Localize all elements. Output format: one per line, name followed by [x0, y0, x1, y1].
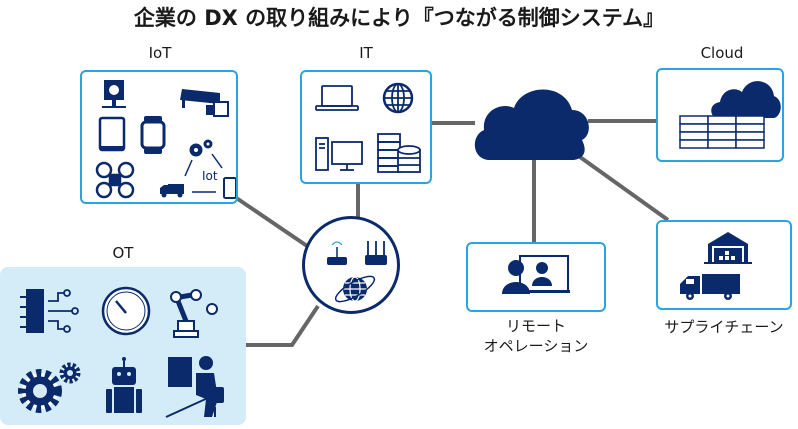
network-hub-icons: [327, 241, 387, 303]
supply-chain-box: [656, 220, 792, 310]
it-box: [300, 70, 432, 184]
iot-icons: Iot: [95, 80, 237, 199]
remote-operation-icons: [502, 255, 570, 294]
it-icons: [315, 82, 421, 173]
iot-label: IoT: [148, 44, 172, 62]
internet-cloud: [474, 89, 589, 160]
it-label: IT: [359, 44, 373, 62]
gears-icon: [18, 362, 81, 413]
connector-ot-hub: [246, 304, 320, 347]
smartwatch-icon: [140, 116, 166, 154]
router-icon: [365, 241, 387, 265]
robot-icon: [106, 357, 142, 413]
remote-operation-box: [466, 242, 606, 312]
webcam-icon: [102, 80, 126, 108]
desktop-pc-icon: [315, 137, 363, 171]
wifi-router-icon: [327, 241, 347, 265]
globe-icon: [382, 82, 414, 114]
remote-operation-label: リモート オペレーション: [466, 316, 606, 356]
video-conference-icon: [502, 255, 570, 294]
cloud-box: [656, 68, 784, 162]
cloud-label: Cloud: [700, 44, 744, 62]
connector-iot-hub: [230, 193, 312, 250]
cloud-box-icons: [679, 81, 781, 149]
connector-cloud-supply: [578, 155, 670, 222]
warehouse-icon: [704, 232, 752, 264]
server-rack-icon: [679, 115, 765, 149]
delivery-truck-icon: [680, 274, 740, 300]
ot-label: OT: [112, 244, 134, 262]
gears-icon: [189, 139, 213, 157]
smartphone-icon: [223, 177, 237, 199]
circuit-chip-icon: [20, 289, 79, 333]
globe-orbit-icon: [334, 275, 376, 303]
security-camera-icon: [180, 89, 229, 117]
tablet-icon: [98, 116, 126, 152]
iot-inner-text: Iot: [202, 169, 218, 183]
gauge-icon: [101, 286, 151, 336]
ot-icons: [18, 286, 224, 418]
ot-box: [0, 267, 246, 425]
drone-icon: [95, 161, 135, 199]
laptop-icon: [315, 85, 359, 111]
server-database-icon: [377, 133, 421, 173]
operator-at-desk-icon: [165, 356, 224, 418]
cloud-icon: [474, 89, 589, 160]
cloud-icon: [711, 81, 781, 118]
remote-operation-label-line2: オペレーション: [483, 337, 589, 355]
supply-chain-label: サプライチェーン: [664, 318, 784, 336]
diagram-title: 企業の DX の取り組みにより『つながる制御システム』: [133, 6, 665, 30]
truck-icon: [160, 184, 184, 198]
network-hub: [302, 216, 400, 314]
supply-chain-icons: [680, 232, 752, 300]
remote-operation-label-line1: リモート: [505, 317, 566, 335]
robot-arm-icon: [170, 289, 218, 338]
iot-box: Iot: [80, 70, 238, 204]
